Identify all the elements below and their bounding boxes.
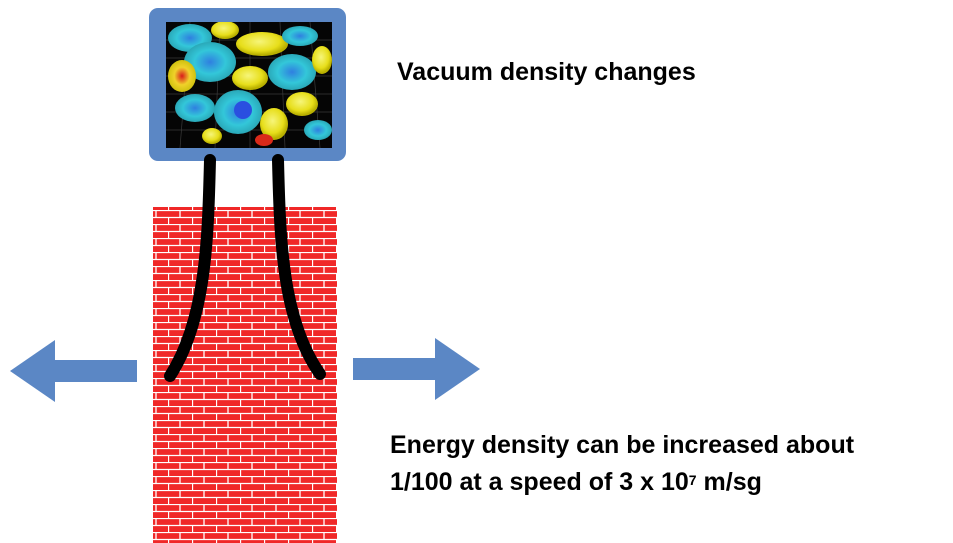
left-leg <box>164 154 216 382</box>
energy-line-2: 1/100 at a speed of 3 x 107 m/sg <box>390 464 854 501</box>
right-arrow-icon <box>353 338 480 400</box>
right-leg <box>272 154 326 380</box>
energy-line-2-suffix: m/sg <box>696 468 762 496</box>
left-arrow-icon <box>10 340 137 402</box>
energy-exponent: 7 <box>688 472 697 488</box>
vacuum-fluctuation-screen <box>166 22 332 148</box>
energy-line-1: Energy density can be increased about <box>390 431 855 459</box>
brick-wall <box>153 207 337 543</box>
energy-density-label: Energy density can be increased about 1/… <box>390 427 854 501</box>
energy-line-2-prefix: 1/100 at a speed of 3 x 10 <box>390 468 689 496</box>
vacuum-density-label: Vacuum density changes <box>397 58 696 86</box>
